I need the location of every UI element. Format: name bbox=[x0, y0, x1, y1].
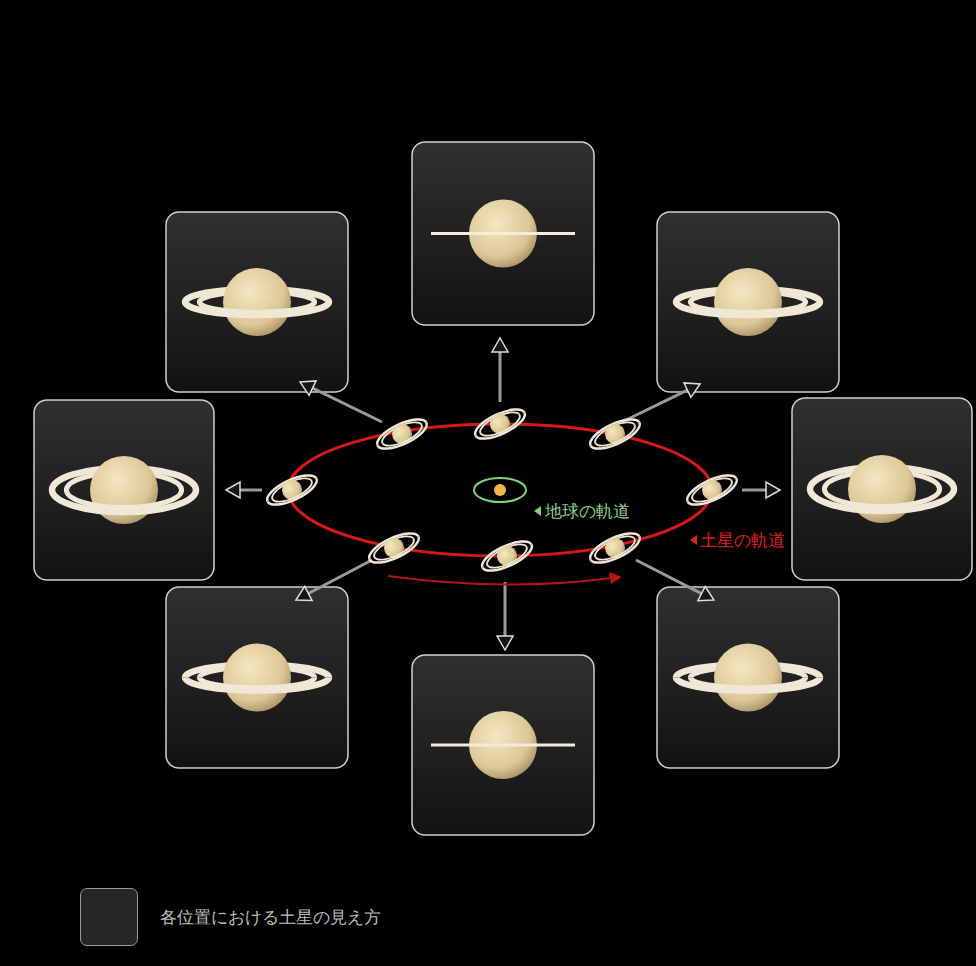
ring-front bbox=[810, 489, 954, 511]
ring-front bbox=[268, 479, 321, 511]
view-arrow bbox=[240, 489, 262, 492]
view-panel bbox=[657, 212, 839, 392]
ring-front bbox=[66, 490, 181, 508]
earth-orbit bbox=[474, 478, 526, 502]
view-panel bbox=[166, 212, 348, 392]
ring-front bbox=[595, 425, 638, 451]
saturn-view bbox=[676, 644, 820, 712]
saturn-orbit bbox=[288, 424, 712, 556]
ring-front bbox=[378, 423, 431, 455]
view-arrow bbox=[308, 560, 372, 593]
ring-front bbox=[476, 413, 529, 445]
label-marker bbox=[690, 535, 697, 545]
orbit-saturn bbox=[471, 404, 528, 445]
orbit-saturn bbox=[683, 470, 740, 511]
saturn-view bbox=[676, 268, 820, 336]
view-panel bbox=[166, 587, 348, 768]
ring-edge-on bbox=[431, 232, 575, 235]
planet-body bbox=[223, 268, 291, 336]
saturn-view bbox=[185, 644, 329, 712]
ring-front bbox=[382, 425, 425, 451]
view-arrow bbox=[504, 582, 507, 636]
ring-front bbox=[185, 302, 329, 315]
ring-front bbox=[591, 423, 644, 455]
saturn-orbit-label: 土星の軌道 bbox=[700, 529, 785, 551]
view-arrowhead bbox=[492, 338, 508, 352]
view-panel bbox=[412, 655, 594, 835]
sun bbox=[494, 484, 506, 496]
ring-front bbox=[370, 537, 423, 569]
orbit-saturn bbox=[586, 528, 643, 569]
orbit-saturn bbox=[478, 536, 535, 577]
saturn-view bbox=[810, 455, 954, 523]
direction-arrowhead bbox=[609, 572, 622, 584]
view-arrowhead bbox=[300, 381, 316, 395]
view-arrowhead bbox=[497, 636, 513, 650]
orbit-saturn bbox=[373, 414, 430, 455]
ring-front bbox=[690, 678, 805, 688]
ring-front bbox=[595, 539, 638, 565]
direction-arrow bbox=[388, 576, 612, 585]
saturn-view bbox=[52, 456, 196, 524]
ring-front bbox=[676, 678, 820, 691]
ring-front bbox=[185, 678, 329, 691]
view-arrow bbox=[622, 390, 687, 422]
orbit-saturn bbox=[263, 470, 320, 511]
view-arrow bbox=[636, 560, 702, 594]
planet-body bbox=[714, 268, 782, 336]
view-arrowhead bbox=[684, 383, 700, 397]
ring-front bbox=[272, 481, 315, 507]
view-panel bbox=[412, 142, 594, 325]
ring-front bbox=[483, 545, 536, 577]
view-panel bbox=[792, 398, 972, 580]
view-panel bbox=[657, 587, 839, 768]
ring-front bbox=[690, 302, 805, 312]
ring-front bbox=[199, 302, 314, 312]
view-arrow bbox=[742, 489, 766, 492]
view-arrowhead bbox=[698, 586, 714, 600]
saturn-view bbox=[431, 200, 575, 268]
view-panel bbox=[34, 400, 214, 580]
ring-front bbox=[374, 539, 417, 565]
planet-body bbox=[714, 644, 782, 712]
ring-front bbox=[199, 678, 314, 688]
ring-front bbox=[52, 490, 196, 512]
ring-front bbox=[480, 415, 523, 441]
orbit-saturn bbox=[365, 528, 422, 569]
ring-front bbox=[824, 489, 939, 507]
label-marker bbox=[534, 506, 541, 516]
ring-front bbox=[591, 537, 644, 569]
view-arrow bbox=[313, 388, 382, 422]
saturn-view bbox=[431, 711, 575, 779]
ring-front bbox=[676, 302, 820, 315]
view-arrow bbox=[499, 352, 502, 402]
legend-text: 各位置における土星の見え方 bbox=[160, 906, 381, 928]
ring-front bbox=[688, 479, 741, 511]
view-arrowhead bbox=[766, 482, 780, 498]
earth-orbit-label: 地球の軌道 bbox=[545, 500, 630, 522]
saturn-view bbox=[185, 268, 329, 336]
view-arrowhead bbox=[296, 586, 312, 600]
ring-front bbox=[692, 481, 735, 507]
planet-body bbox=[223, 644, 291, 712]
view-arrowhead bbox=[226, 482, 240, 498]
orbit-saturn bbox=[586, 414, 643, 455]
ring-edge-on bbox=[431, 744, 575, 747]
ring-front bbox=[487, 547, 530, 573]
legend-swatch bbox=[80, 888, 138, 946]
